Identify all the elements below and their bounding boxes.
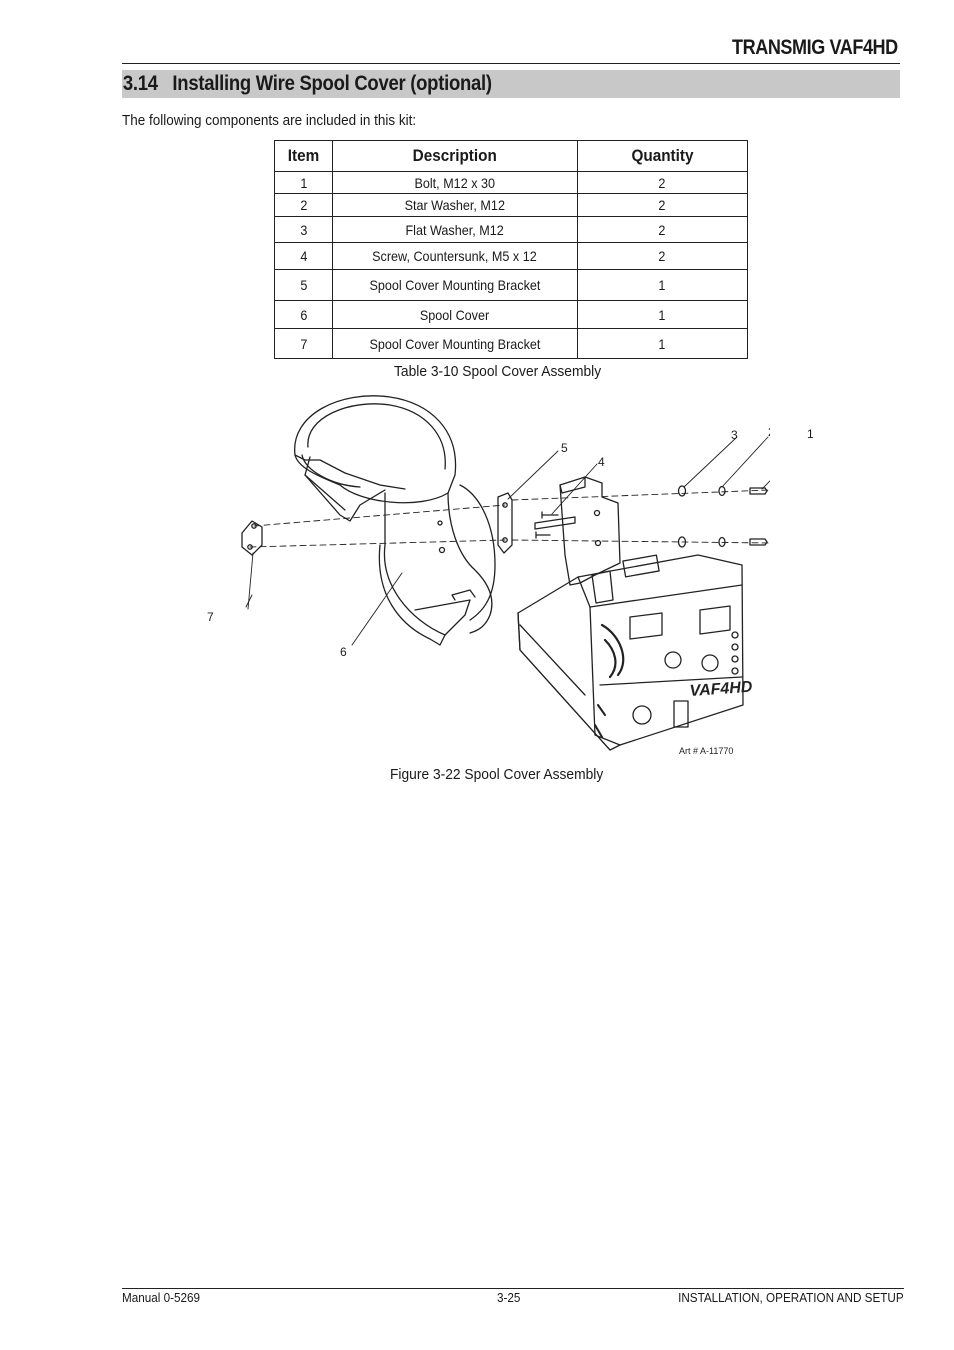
right-bracket-drawing bbox=[497, 492, 513, 554]
fasteners-drawing bbox=[677, 485, 768, 548]
cell-item: 1 bbox=[274, 171, 333, 194]
section-title: Installing Wire Spool Cover (optional) bbox=[172, 72, 492, 95]
cell-description: Spool Cover Mounting Bracket bbox=[331, 269, 578, 301]
table-row: 5 Spool Cover Mounting Bracket 1 bbox=[274, 269, 749, 301]
screws-drawing bbox=[535, 511, 559, 539]
cell-description: Screw, Countersunk, M5 x 12 bbox=[331, 242, 578, 270]
footer-page-number: 3-25 bbox=[497, 1290, 521, 1305]
callout-6: 6 bbox=[340, 645, 347, 659]
cell-quantity: 2 bbox=[576, 193, 749, 217]
kit-components-table: Item Description Quantity 1 Bolt, M12 x … bbox=[274, 140, 749, 359]
callout-1: 1 bbox=[807, 427, 814, 441]
table-row: 1 Bolt, M12 x 30 2 bbox=[274, 171, 749, 194]
footer-chapter-title: INSTALLATION, OPERATION AND SETUP bbox=[678, 1290, 904, 1305]
table-caption: Table 3-10 Spool Cover Assembly bbox=[394, 363, 602, 380]
cell-quantity: 1 bbox=[576, 328, 749, 359]
spool-cover-assembly-figure: VAF4HD 7 6 5 4 3 2 Art # A-11770 1 bbox=[190, 385, 814, 765]
intro-text: The following components are included in… bbox=[122, 112, 417, 129]
callout-2: 2 bbox=[768, 425, 770, 439]
cell-description: Spool Cover bbox=[331, 300, 578, 329]
header-quantity: Quantity bbox=[576, 140, 749, 172]
cell-quantity: 2 bbox=[576, 216, 749, 243]
figure-caption: Figure 3-22 Spool Cover Assembly bbox=[390, 766, 604, 783]
table-header-row: Item Description Quantity bbox=[274, 140, 749, 172]
callout-4: 4 bbox=[598, 455, 605, 469]
table-row: 3 Flat Washer, M12 2 bbox=[274, 216, 749, 243]
cell-item: 5 bbox=[274, 269, 333, 301]
unit-label: VAF4HD bbox=[689, 679, 753, 700]
section-heading-bar: 3.14 Installing Wire Spool Cover (option… bbox=[122, 70, 900, 98]
cell-description: Star Washer, M12 bbox=[331, 193, 578, 217]
cell-description: Flat Washer, M12 bbox=[331, 216, 578, 243]
cell-quantity: 2 bbox=[576, 171, 749, 194]
header-rule bbox=[122, 63, 900, 64]
left-bracket-drawing bbox=[241, 520, 263, 556]
cell-item: 2 bbox=[274, 193, 333, 217]
cell-item: 3 bbox=[274, 216, 333, 243]
explode-lines bbox=[249, 489, 770, 548]
cell-quantity: 1 bbox=[576, 269, 749, 301]
section-number: 3.14 bbox=[122, 72, 158, 95]
callout-5: 5 bbox=[561, 441, 568, 455]
wire-feeder-drawing: VAF4HD bbox=[517, 554, 753, 751]
footer-manual-number: Manual 0-5269 bbox=[122, 1290, 201, 1305]
cell-item: 6 bbox=[274, 300, 333, 329]
header-item: Item bbox=[274, 140, 333, 172]
footer-rule bbox=[122, 1288, 904, 1289]
section-heading: 3.14 Installing Wire Spool Cover (option… bbox=[122, 70, 807, 98]
cell-quantity: 1 bbox=[576, 300, 749, 329]
art-number: Art # A-11770 bbox=[679, 746, 733, 756]
cell-item: 7 bbox=[274, 328, 333, 359]
table-row: 2 Star Washer, M12 2 bbox=[274, 193, 749, 217]
table-row: 4 Screw, Countersunk, M5 x 12 2 bbox=[274, 242, 749, 270]
callout-7: 7 bbox=[207, 610, 214, 624]
header-description: Description bbox=[331, 140, 578, 172]
cell-description: Spool Cover Mounting Bracket bbox=[331, 328, 578, 359]
cell-quantity: 2 bbox=[576, 242, 749, 270]
callout-3: 3 bbox=[731, 428, 738, 442]
table-row: 6 Spool Cover 1 bbox=[274, 300, 749, 329]
feeder-mast-drawing bbox=[534, 476, 621, 586]
leader-lines bbox=[245, 436, 770, 646]
cell-description: Bolt, M12 x 30 bbox=[331, 171, 578, 194]
table-row: 7 Spool Cover Mounting Bracket 1 bbox=[274, 328, 749, 359]
cell-item: 4 bbox=[274, 242, 333, 270]
brand-header: TRANSMIG VAF4HD bbox=[732, 36, 898, 59]
